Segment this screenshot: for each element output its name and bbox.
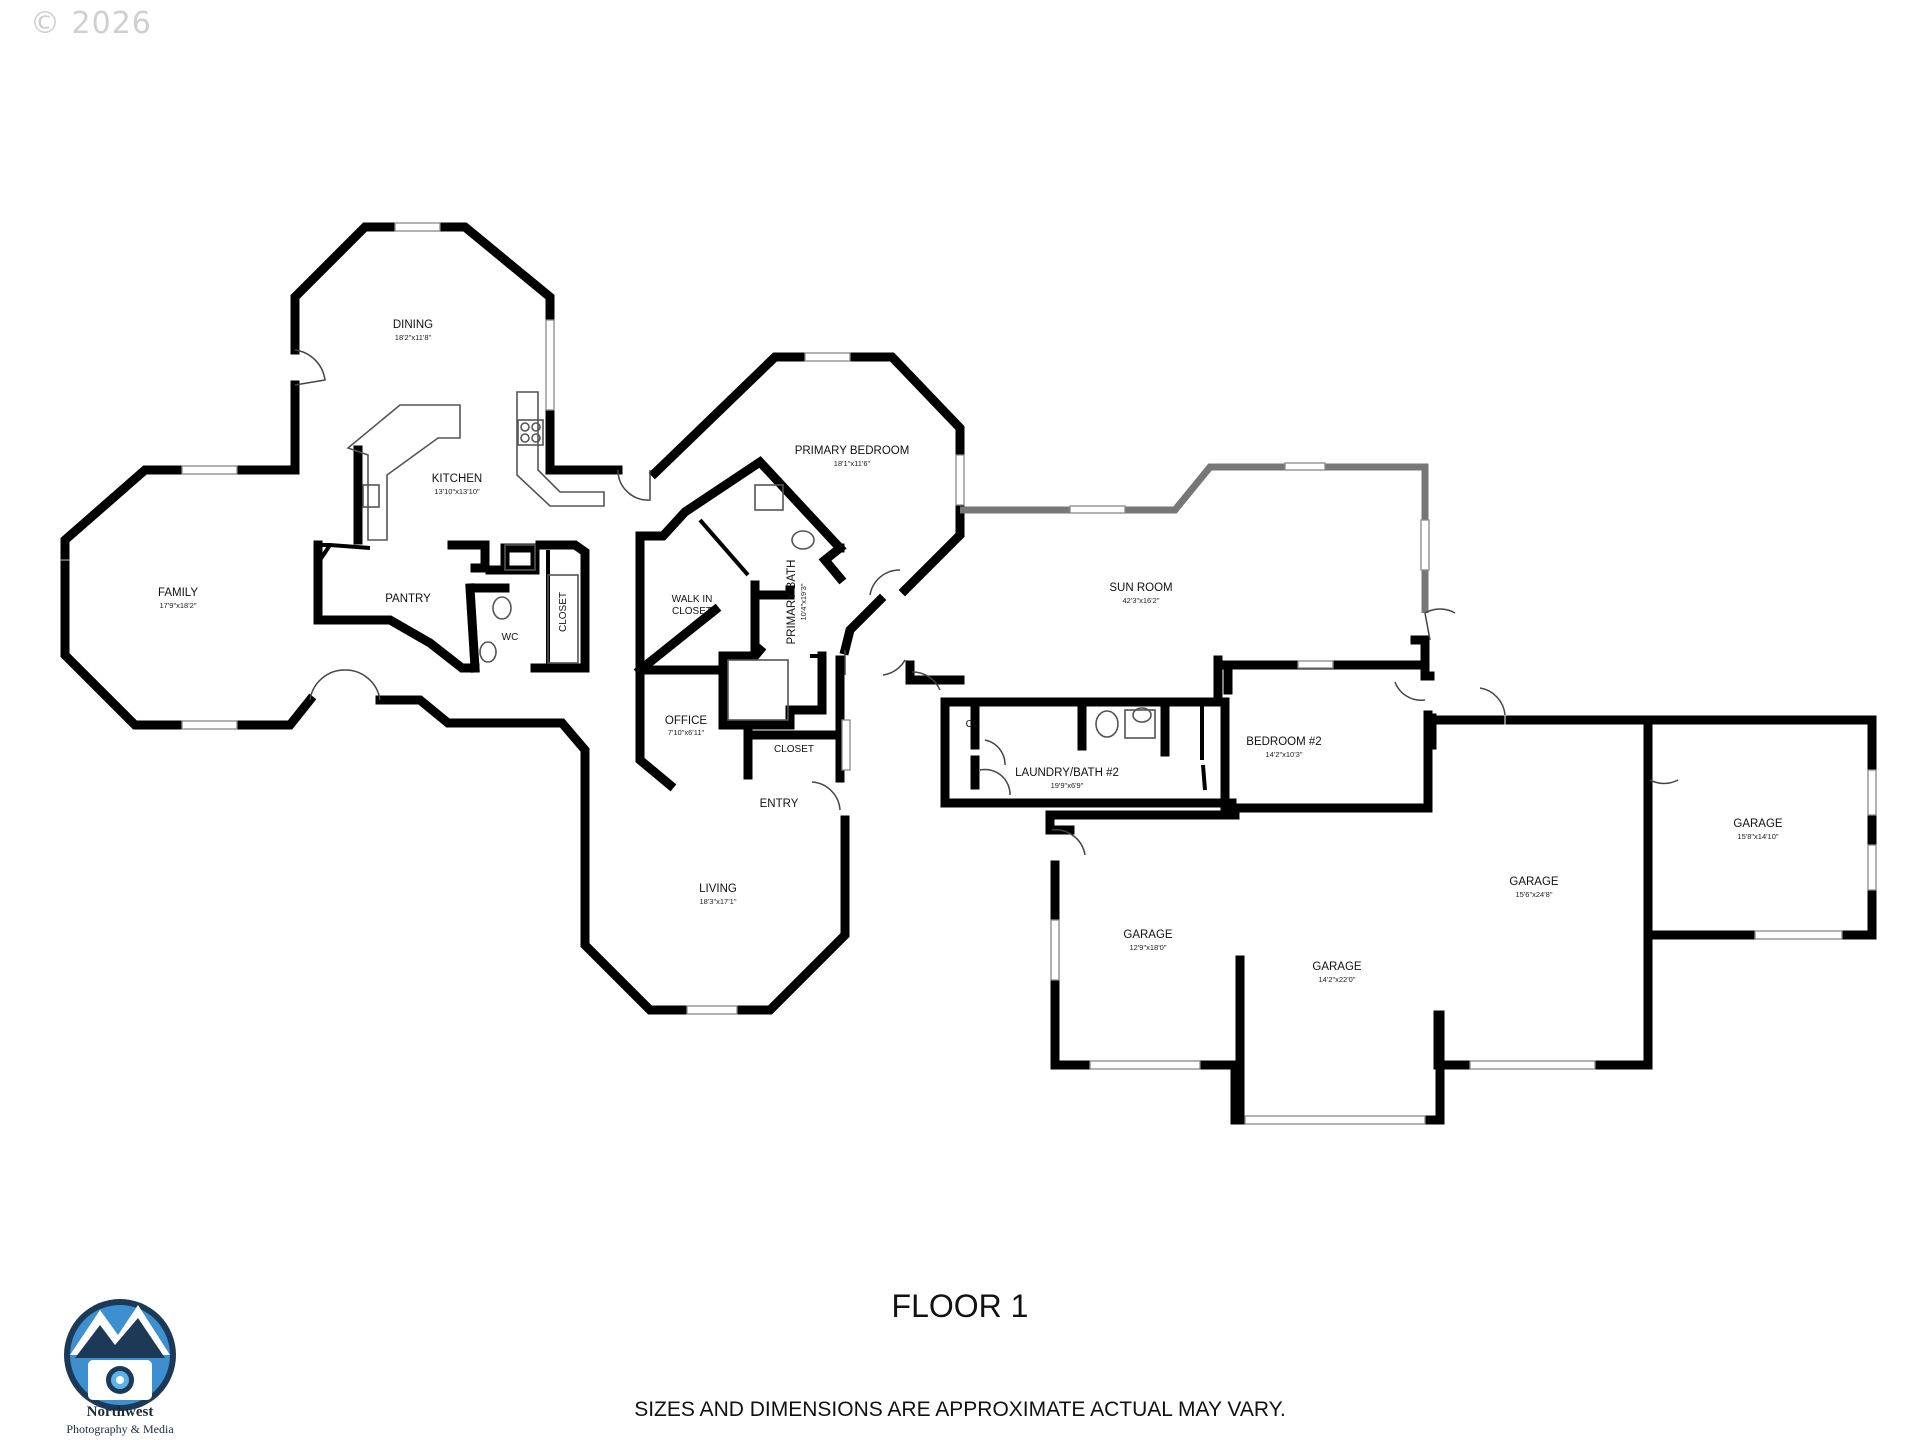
room-dim-office: 7'10"x6'11" <box>668 728 705 737</box>
logo-text-block: Northwest Photography & Media <box>55 1290 185 1440</box>
room-label-garage-main: GARAGE <box>1509 876 1559 888</box>
room-label-bedroom2: BEDROOM #2 <box>1246 736 1321 748</box>
room-label-kitchen: KITCHEN <box>432 473 482 485</box>
room-dim-laundry-bath: 19'9"x6'9" <box>1051 781 1084 790</box>
room-dim-garage-center: 14'2"x22'0" <box>1319 975 1356 984</box>
room-dim-family: 17'9"x18'2" <box>160 601 197 610</box>
room-dim-bedroom2: 14'2"x10'3" <box>1266 750 1303 759</box>
room-label-cl: CL <box>966 719 979 730</box>
room-label-closet-hall: CLOSET <box>558 592 569 632</box>
room-label-garage-right: GARAGE <box>1733 818 1783 830</box>
floor-label: FLOOR 1 <box>891 1288 1029 1324</box>
windows <box>60 222 1877 1125</box>
room-dim-primary-bath: 10'4"x19'3" <box>799 583 808 620</box>
laundry-fixtures <box>1095 707 1156 739</box>
room-label-primary-bath: PRIMARY BATH <box>786 560 798 645</box>
room-label-garage-left: GARAGE <box>1123 929 1173 941</box>
room-label-primary-bedroom: PRIMARY BEDROOM <box>795 445 910 457</box>
room-dim-garage-left: 12'9"x18'0" <box>1130 943 1167 952</box>
room-dim-primary-bedroom: 18'1"x11'6" <box>834 459 871 468</box>
logo-subtitle: Photography & Media <box>66 1422 174 1436</box>
room-label-living: LIVING <box>699 883 737 895</box>
copyright-watermark: © 2026 <box>30 6 152 41</box>
room-label-office: OFFICE <box>665 715 707 727</box>
room-label-walk-in-line2: CLOSET <box>672 606 712 617</box>
room-label-sun-room: SUN ROOM <box>1109 582 1172 594</box>
room-label-family: FAMILY <box>158 587 198 599</box>
garage-walls <box>1045 713 1877 1125</box>
room-label-walk-in-line1: WALK IN <box>672 594 713 605</box>
sun-room-walls <box>835 463 1435 685</box>
room-label-garage-center: GARAGE <box>1312 961 1362 973</box>
room-label-laundry-bath: LAUNDRY/BATH #2 <box>1015 767 1119 779</box>
room-label-wc: WC <box>502 632 519 643</box>
room-dim-sun-room: 42'3"x16'2" <box>1123 596 1160 605</box>
central-walls <box>633 352 965 792</box>
room-dim-garage-right: 15'8"x14'10" <box>1737 832 1778 841</box>
doors <box>294 349 1679 856</box>
primary-bath-fixtures <box>727 484 815 721</box>
room-dim-kitchen: 13'10"x13'10" <box>434 487 480 496</box>
logo-name: Northwest <box>86 1404 154 1420</box>
room-labels: DINING 18'2"x11'8" KITCHEN 13'10"x13'10"… <box>158 319 1783 984</box>
room-dim-garage-main: 15'6"x24'8" <box>1516 890 1553 899</box>
laundry-bedroom-walls <box>940 655 1433 813</box>
room-label-dining: DINING <box>393 319 433 331</box>
room-label-pantry: PANTRY <box>385 593 431 605</box>
room-dim-living: 18'3"x17'1" <box>700 897 737 906</box>
room-label-entry: ENTRY <box>760 798 799 810</box>
disclaimer-text: SIZES AND DIMENSIONS ARE APPROXIMATE ACT… <box>634 1398 1286 1421</box>
company-logo <box>64 1299 176 1411</box>
kitchen-counters <box>346 391 605 664</box>
room-label-closet-entry: CLOSET <box>774 744 814 755</box>
room-dim-dining: 18'2"x11'8" <box>395 333 432 342</box>
